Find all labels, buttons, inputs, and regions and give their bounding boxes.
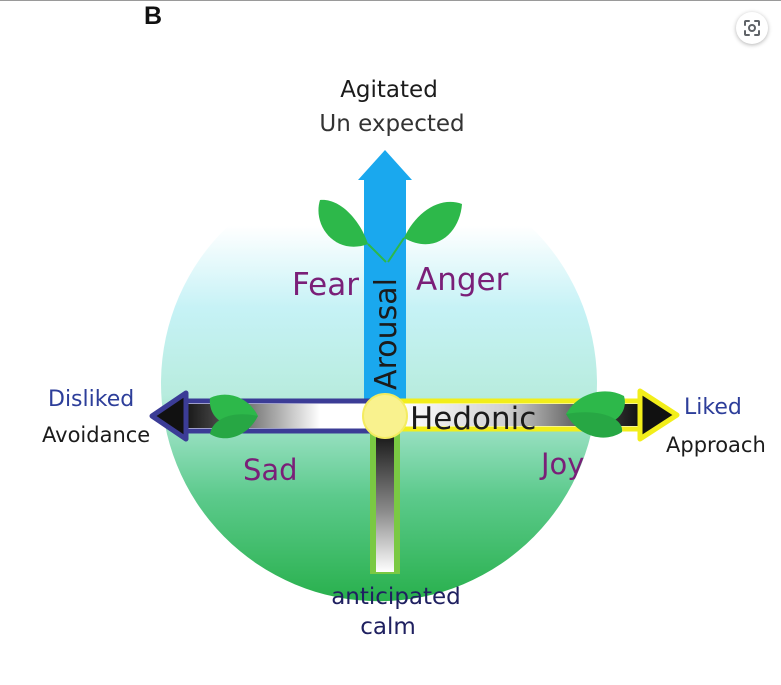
- leaf-icon: [209, 394, 258, 439]
- hedonic-axis-name: Hedonic: [410, 401, 536, 437]
- axis-left-sublabel: Avoidance: [42, 423, 150, 447]
- axis-right-label: Liked: [684, 395, 742, 420]
- top-border-line: [0, 0, 781, 1]
- google-lens-icon: [744, 20, 760, 36]
- emotion-fear: Fear: [292, 267, 359, 303]
- panel-label: B: [144, 2, 163, 30]
- arousal-arrow: [358, 150, 412, 400]
- avoidance-arrow: [149, 390, 371, 442]
- emotion-joy: Joy: [539, 447, 584, 481]
- leaf-icon: [566, 391, 625, 438]
- axis-top-label: Agitated: [340, 77, 438, 103]
- axis-left-label: Disliked: [48, 387, 134, 412]
- axis-bottom-label: anticipated: [331, 584, 461, 610]
- axis-top-sublabel: Un expected: [319, 111, 464, 137]
- emotion-anger: Anger: [416, 262, 509, 298]
- leaf-icon: [318, 199, 387, 263]
- google-lens-button[interactable]: [736, 12, 768, 44]
- axis-bottom-sublabel: calm: [360, 614, 416, 640]
- anticipated-bar: [370, 432, 400, 574]
- leaf-icon: [387, 201, 462, 263]
- arousal-axis-name: Arousal: [369, 278, 404, 390]
- axis-right-sublabel: Approach: [666, 433, 766, 457]
- center-circle: [362, 393, 408, 439]
- emotion-sad: Sad: [243, 453, 298, 487]
